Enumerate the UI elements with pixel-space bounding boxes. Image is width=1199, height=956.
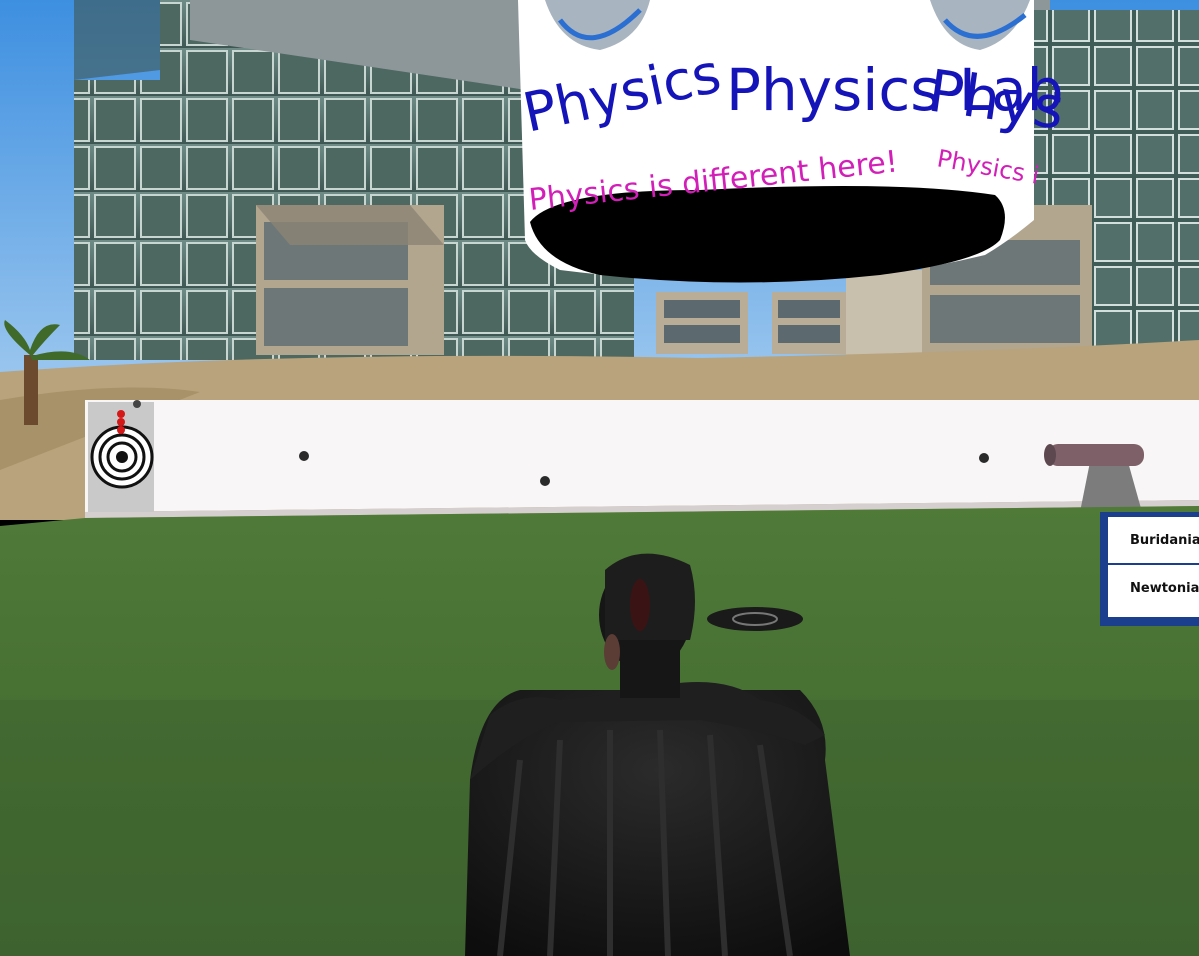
option-buridanian[interactable]: Buridanian	[1108, 517, 1199, 565]
option-newtonian[interactable]: Newtonian	[1130, 581, 1199, 596]
projectile-balls	[299, 451, 989, 486]
physics-lab-banner: Physics Physics Lab Phys Physics is diff…	[518, 0, 1068, 283]
cannon-icon[interactable]	[1044, 444, 1144, 512]
bullseye-target-icon[interactable]	[88, 400, 154, 512]
small-buildings	[256, 205, 1092, 358]
physics-mode-sign: Buridanian Newtonian	[1100, 512, 1199, 626]
avatar-figure[interactable]	[465, 553, 850, 956]
ground-marker	[707, 607, 803, 631]
palm-tree-icon	[4, 320, 90, 425]
banner-title-main: Physics Lab	[726, 56, 1064, 124]
shooting-range-wall	[85, 400, 1199, 518]
